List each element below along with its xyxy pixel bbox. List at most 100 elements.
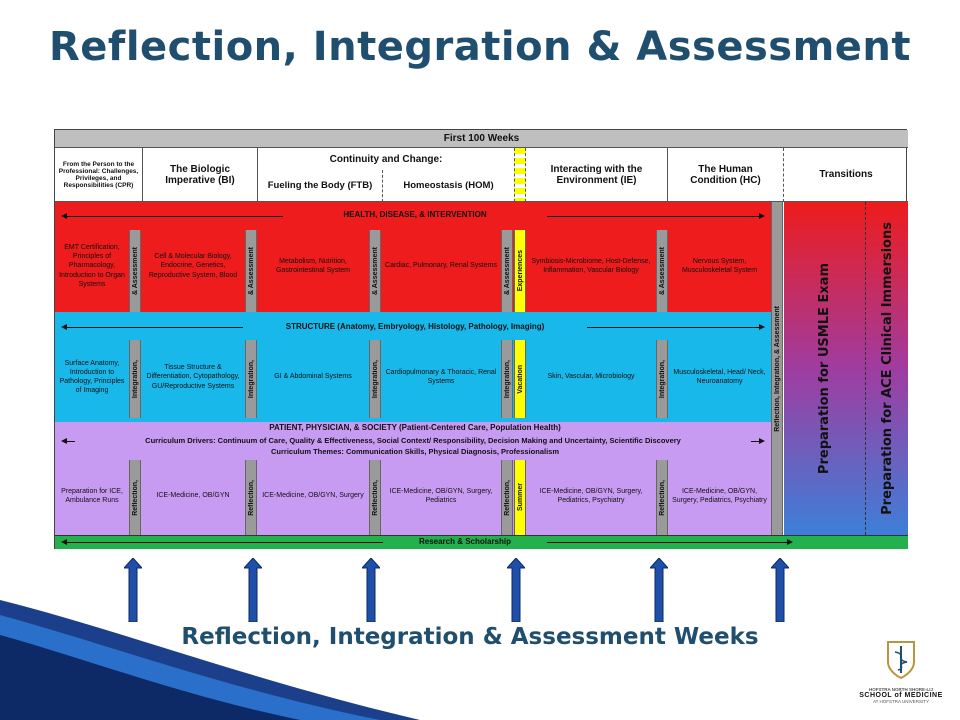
blue-strip-3: Integration, <box>369 340 381 418</box>
arrow-line <box>547 542 787 543</box>
purple-cpr-text: Preparation for ICE, Ambulance Runs <box>61 487 123 504</box>
page-title: Reflection, Integration & Assessment <box>48 24 911 70</box>
crest-icon <box>887 641 915 680</box>
blue-bi-text: Tissue Structure & Differentiation, Cyto… <box>146 364 240 390</box>
ace-panel: Preparation for ACE Clinical Immersions <box>866 202 908 535</box>
band-health-label: HEALTH, DISEASE, & INTERVENTION <box>343 210 487 219</box>
arrow-right-icon <box>759 324 765 330</box>
band-health-disease <box>55 202 771 312</box>
usmle-panel: Preparation for USMLE Exam <box>784 202 866 535</box>
red-bi-text: Cell & Molecular Biology, Endocrine, Gen… <box>148 253 238 279</box>
blue-strip-4: Integration, <box>501 340 513 418</box>
header-transitions: Transitions <box>784 148 908 202</box>
red-strip-4: & Assessment <box>501 230 513 312</box>
arrow-left-icon <box>61 539 67 545</box>
header-hom: Homeostasis (HOM) <box>383 170 514 202</box>
header-continuity: Continuity and Change: <box>329 153 443 165</box>
purple-yellow-strip: Summer <box>514 460 526 535</box>
blue-strip-1: Integration, <box>129 340 141 418</box>
blue-yellow-label: Vacation <box>516 364 524 394</box>
arrow-line <box>587 327 759 328</box>
red-hom-text: Cardiac, Pulmonary, Renal Systems <box>385 262 497 270</box>
arrow-line <box>63 441 75 442</box>
red-strip-label: & Assessment <box>658 247 666 295</box>
school-logo: HOFSTRA NORTH SHORE-LIJ SCHOOL of MEDICI… <box>842 640 960 720</box>
red-yellow-label: Experiences <box>516 250 524 292</box>
band-research <box>55 535 908 549</box>
band-research-label: Research & Scholarship <box>418 537 512 546</box>
arrow-right-icon <box>759 438 765 444</box>
band-structure <box>55 312 771 422</box>
red-strip-label: & Assessment <box>247 247 255 295</box>
arrow-line <box>547 216 759 217</box>
band-patient-physician <box>55 422 771 535</box>
red-ftb-text: Metabolism, Nutrition, Gastrointestinal … <box>276 257 350 274</box>
ria-strip: Reflection, Integration, & Assessment <box>771 202 783 535</box>
purple-ie-text: ICE-Medicine, OB/GYN, Surgery, Pediatric… <box>539 487 643 504</box>
ace-label: Preparation for ACE Clinical Immersions <box>879 222 895 515</box>
purple-strip-label: Reflection, <box>371 479 379 516</box>
arrow-left-icon <box>61 438 67 444</box>
red-strip-label: & Assessment <box>503 247 511 295</box>
red-strip-label: & Assessment <box>131 247 139 295</box>
red-strip-1: & Assessment <box>129 230 141 312</box>
arrow-line <box>63 327 243 328</box>
blue-cpr-text: Surface Anatomy, Introduction to Patholo… <box>59 359 125 395</box>
blue-hom-text: Cardiopulmonary & Thoracic, Renal System… <box>385 368 497 385</box>
arrow-line <box>63 542 383 543</box>
purple-yellow-label: Summer <box>516 483 524 512</box>
band-structure-label: STRUCTURE (Anatomy, Embryology, Histolog… <box>285 322 545 331</box>
red-yellow-strip: Experiences <box>514 230 526 312</box>
logo-line1: HOFSTRA NORTH SHORE-LIJ <box>868 687 934 692</box>
header-ftb: Fueling the Body (FTB) <box>258 170 383 202</box>
purple-strip-label: Reflection, <box>247 479 255 516</box>
purple-strip-label: Reflection, <box>658 479 666 516</box>
usmle-label: Preparation for USMLE Exam <box>817 262 832 475</box>
subtitle-weeks: Reflection, Integration & Assessment Wee… <box>181 624 759 650</box>
blue-strip-5: Integration, <box>656 340 668 418</box>
blue-ie-text: Skin, Vascular, Microbiology <box>547 373 635 381</box>
red-strip-5: & Assessment <box>656 230 668 312</box>
purple-strip-3: Reflection, <box>369 460 381 535</box>
red-strip-label: & Assessment <box>371 247 379 295</box>
blue-strip-2: Integration, <box>245 340 257 418</box>
arrow-line <box>63 216 283 217</box>
purple-hom-text: ICE-Medicine, OB/GYN, Surgery, Pediatric… <box>389 487 493 504</box>
purple-strip-2: Reflection, <box>245 460 257 535</box>
blue-strip-label: Integration, <box>658 359 666 399</box>
arrow-line <box>751 441 759 442</box>
header-hc: The Human Condition (HC) <box>668 148 784 202</box>
arrow-left-icon <box>61 213 67 219</box>
purple-ftb-text: ICE-Medicine, OB/GYN, Surgery <box>262 492 364 500</box>
blue-hc-text: Musculoskeletal, Head/ Neck, Neuroanatom… <box>673 368 766 385</box>
ria-strip-label: Reflection, Integration, & Assessment <box>773 305 781 432</box>
blue-strip-label: Integration, <box>247 359 255 399</box>
band-themes-label: Curriculum Themes: Communication Skills,… <box>271 447 559 456</box>
blue-strip-label: Integration, <box>131 359 139 399</box>
red-ie-text: Symbiosis-Microbiome, Host-Defense, Infl… <box>531 257 651 274</box>
band-patient-label: PATIENT, PHYSICIAN, & SOCIETY (Patient-C… <box>269 423 561 432</box>
red-strip-3: & Assessment <box>369 230 381 312</box>
purple-strip-4: Reflection, <box>501 460 513 535</box>
red-cpr-text: EMT Certification, Principles of Pharmac… <box>59 244 125 288</box>
purple-strip-label: Reflection, <box>503 479 511 516</box>
blue-ftb-text: GI & Abdominal Systems <box>274 373 352 381</box>
header-ie: Interacting with the Environment (IE) <box>526 148 668 202</box>
up-arrow-icon <box>124 558 142 622</box>
purple-strip-5: Reflection, <box>656 460 668 535</box>
blue-yellow-strip: Vacation <box>514 340 526 418</box>
red-hc-text: Nervous System, Musculoskeletal System <box>681 257 758 274</box>
decorative-swoosh <box>0 600 420 720</box>
purple-strip-label: Reflection, <box>131 479 139 516</box>
band-drivers-label: Curriculum Drivers: Continuum of Care, Q… <box>145 436 681 445</box>
red-strip-2: & Assessment <box>245 230 257 312</box>
curriculum-diagram: First 100 Weeks From the Person to the P… <box>54 129 908 549</box>
up-arrow-icon <box>507 558 525 622</box>
up-arrow-icon <box>771 558 789 622</box>
header-bi: The Biologic Imperative (BI) <box>143 148 258 202</box>
blue-strip-label: Integration, <box>371 359 379 399</box>
arrow-left-icon <box>61 324 67 330</box>
header-cpr: From the Person to the Professional: Cha… <box>55 148 143 202</box>
arrow-right-icon <box>787 539 793 545</box>
up-arrow-icon <box>244 558 262 622</box>
